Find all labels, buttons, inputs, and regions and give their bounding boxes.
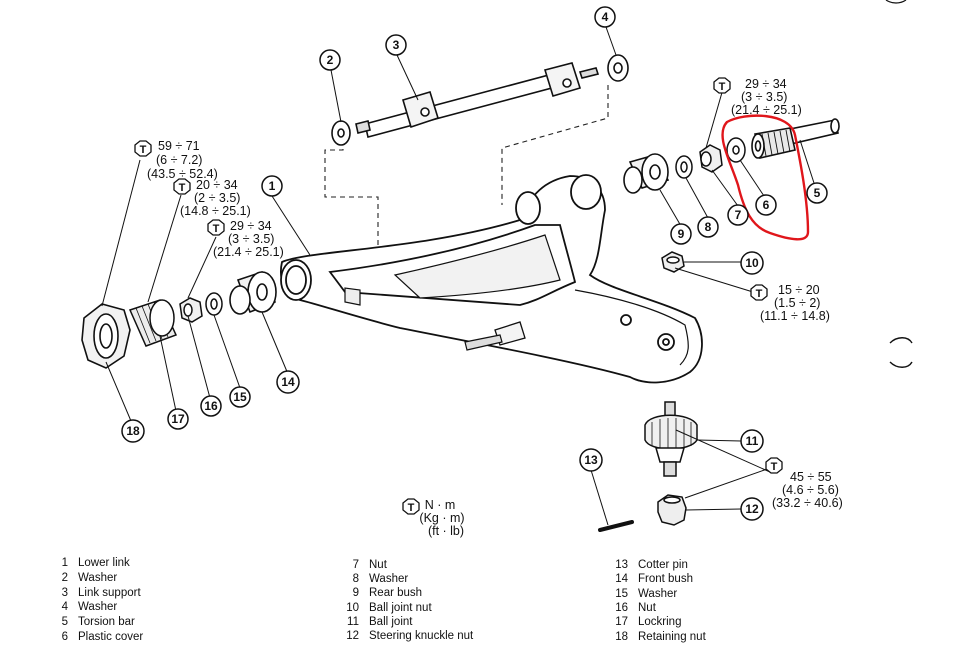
svg-text:11: 11 <box>746 434 759 448</box>
rear-bush-part <box>623 153 670 194</box>
svg-text:4: 4 <box>602 10 609 24</box>
svg-text:(21.4 ÷ 25.1): (21.4 ÷ 25.1) <box>731 103 802 117</box>
washer-8-part <box>675 155 693 179</box>
svg-text:12: 12 <box>745 502 759 516</box>
torque-unit-key: T N · m (Kg · m) (ft · lb) <box>402 498 465 538</box>
lower-link-part <box>280 174 703 384</box>
washer-15-part <box>205 292 223 316</box>
svg-text:(21.4 ÷ 25.1): (21.4 ÷ 25.1) <box>213 245 284 259</box>
callout-16: 16 <box>200 395 222 417</box>
lockring-part <box>128 299 178 347</box>
svg-text:(ft · lb): (ft · lb) <box>428 524 464 538</box>
torque-spec-1: T 59 ÷ 71 (6 ÷ 7.2) (43.5 ÷ 52.4) <box>134 139 218 181</box>
svg-text:(14.8 ÷ 25.1): (14.8 ÷ 25.1) <box>180 204 251 218</box>
svg-text:T: T <box>140 144 147 156</box>
binder-hole-mark <box>889 337 913 368</box>
svg-text:T: T <box>408 502 415 514</box>
svg-text:29 ÷ 34: 29 ÷ 34 <box>230 219 272 233</box>
torque-spec-4: T 29 ÷ 34 (3 ÷ 3.5) (21.4 ÷ 25.1) <box>713 77 802 117</box>
svg-text:T: T <box>179 182 186 194</box>
ball-joint-nut-part <box>661 251 685 273</box>
svg-text:18: 18 <box>126 424 140 438</box>
svg-text:9: 9 <box>678 227 685 241</box>
torque-spec-2: T 20 ÷ 34 (2 ÷ 3.5) (14.8 ÷ 25.1) <box>173 178 251 218</box>
dashed-reference-lines <box>324 85 609 270</box>
callout-15: 15 <box>229 386 251 408</box>
callout-18: 18 <box>121 419 145 443</box>
svg-text:(33.2 ÷ 40.6): (33.2 ÷ 40.6) <box>772 496 843 510</box>
leader-lines <box>101 26 815 526</box>
svg-text:15 ÷ 20: 15 ÷ 20 <box>778 283 820 297</box>
ball-joint-part <box>644 401 698 477</box>
nut-16-part <box>179 297 203 323</box>
torsion-bar-part <box>751 118 840 159</box>
svg-text:17: 17 <box>171 412 185 426</box>
callout-8: 8 <box>697 216 719 238</box>
callout-7: 7 <box>727 204 749 226</box>
svg-text:(43.5 ÷ 52.4): (43.5 ÷ 52.4) <box>147 167 218 181</box>
washer-right-part <box>607 54 629 82</box>
svg-text:20 ÷ 34: 20 ÷ 34 <box>196 178 238 192</box>
callout-10: 10 <box>740 251 764 275</box>
svg-text:45 ÷ 55: 45 ÷ 55 <box>790 470 832 484</box>
svg-text:59 ÷ 71: 59 ÷ 71 <box>158 139 200 153</box>
svg-text:16: 16 <box>204 399 218 413</box>
plastic-cover-part <box>726 137 746 163</box>
svg-text:(3 ÷ 3.5): (3 ÷ 3.5) <box>228 232 274 246</box>
svg-text:29 ÷ 34: 29 ÷ 34 <box>745 77 787 91</box>
callout-5: 5 <box>806 182 828 204</box>
callout-9: 9 <box>670 223 692 245</box>
callout-11: 11 <box>740 429 764 453</box>
callout-4: 4 <box>594 6 616 28</box>
svg-text:8: 8 <box>705 220 712 234</box>
callout-17: 17 <box>167 408 189 430</box>
svg-text:(6 ÷ 7.2): (6 ÷ 7.2) <box>156 153 202 167</box>
svg-text:7: 7 <box>735 208 742 222</box>
callout-13: 13 <box>579 448 603 472</box>
callout-6: 6 <box>755 194 777 216</box>
svg-text:6: 6 <box>763 198 770 212</box>
callout-2: 2 <box>319 49 341 71</box>
svg-text:(2 ÷ 3.5): (2 ÷ 3.5) <box>194 191 240 205</box>
torque-spec-5: T 15 ÷ 20 (1.5 ÷ 2) (11.1 ÷ 14.8) <box>750 283 830 323</box>
svg-text:2: 2 <box>327 53 334 67</box>
svg-text:N · m: N · m <box>425 498 456 512</box>
svg-text:T: T <box>771 461 778 473</box>
steering-knuckle-nut-part <box>657 494 687 526</box>
highlight-annotation <box>721 114 810 241</box>
svg-text:(11.1 ÷ 14.8): (11.1 ÷ 14.8) <box>760 309 830 323</box>
corner-mark <box>885 0 907 4</box>
torque-spec-6: T 45 ÷ 55 (4.6 ÷ 5.6) (33.2 ÷ 40.6) <box>765 457 843 510</box>
svg-text:15: 15 <box>233 390 247 404</box>
callout-12: 12 <box>740 497 764 521</box>
svg-text:13: 13 <box>584 453 598 467</box>
link-support-part <box>355 62 600 138</box>
callout-14: 14 <box>276 370 300 394</box>
cotter-pin-part <box>598 520 634 532</box>
torque-spec-3: T 29 ÷ 34 (3 ÷ 3.5) (21.4 ÷ 25.1) <box>207 219 284 259</box>
retaining-nut-part <box>81 303 131 369</box>
front-bush-part <box>229 271 277 315</box>
svg-text:T: T <box>213 223 220 235</box>
svg-text:1: 1 <box>269 179 276 193</box>
svg-text:(Kg · m): (Kg · m) <box>419 511 464 525</box>
svg-text:(4.6 ÷ 5.6): (4.6 ÷ 5.6) <box>782 483 839 497</box>
nut-7-part <box>699 144 723 173</box>
callout-3: 3 <box>385 34 407 56</box>
callout-markers: 1 2 3 4 5 6 7 8 9 10 11 12 13 14 15 16 1… <box>121 6 828 521</box>
svg-text:(3 ÷ 3.5): (3 ÷ 3.5) <box>741 90 787 104</box>
callout-1: 1 <box>261 175 283 197</box>
svg-text:(1.5 ÷ 2): (1.5 ÷ 2) <box>774 296 820 310</box>
svg-text:10: 10 <box>745 256 759 270</box>
washer-left-part <box>331 120 351 146</box>
svg-text:T: T <box>756 288 763 300</box>
svg-text:3: 3 <box>393 38 400 52</box>
svg-text:5: 5 <box>814 186 821 200</box>
svg-text:14: 14 <box>281 375 295 389</box>
svg-text:T: T <box>719 81 726 93</box>
